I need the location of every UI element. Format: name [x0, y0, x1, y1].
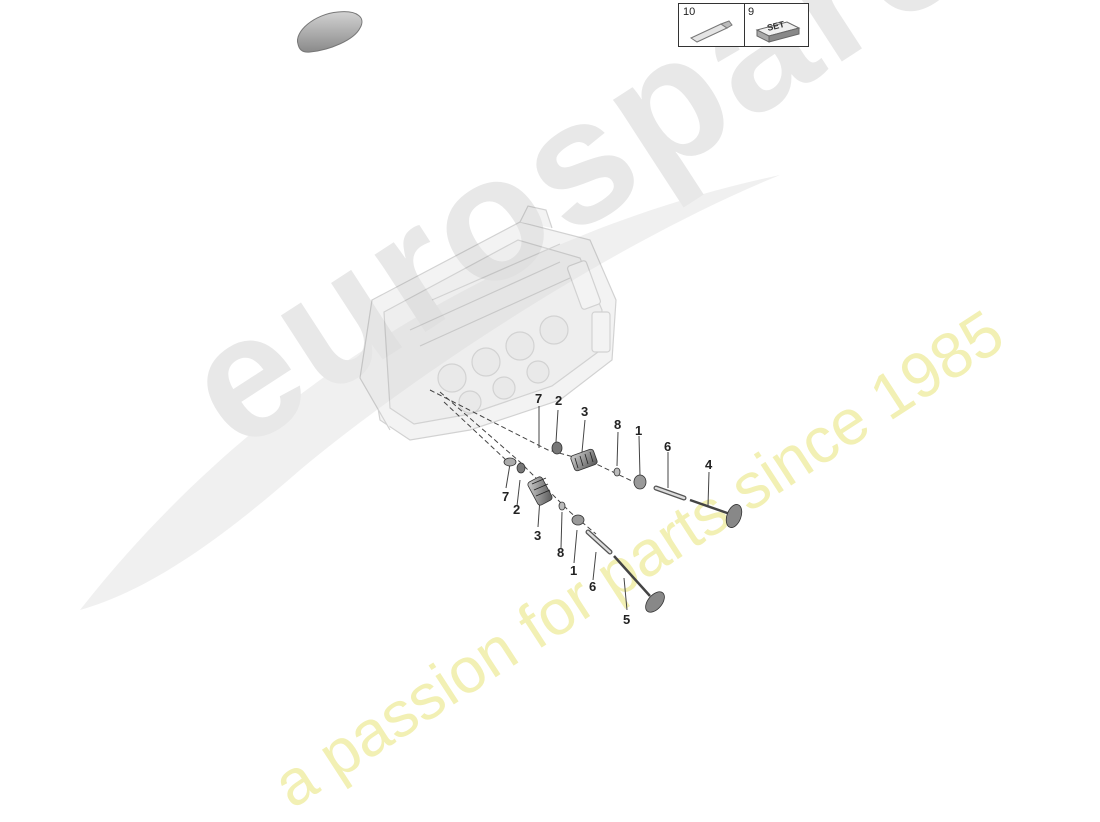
- parts-diagram: eurospares a passion for parts since 198…: [80, 0, 1083, 821]
- legend-number-9: 9: [748, 6, 755, 18]
- callout-8-upper: 8: [614, 417, 622, 432]
- callout-3-lower: 3: [534, 528, 542, 543]
- sealant-tablet-icon: [297, 11, 363, 53]
- valve-seal-icon-upper: [551, 441, 563, 455]
- legend-divider: [744, 4, 745, 46]
- callout-6-upper: 6: [664, 439, 672, 454]
- tube-icon: [689, 20, 733, 43]
- exhaust-valve-icon: [613, 555, 665, 613]
- spring-retainer-icon-lower: [571, 514, 585, 526]
- valve-guide-icon-upper: [653, 485, 687, 501]
- set-box-icon: [755, 21, 801, 43]
- cylinder-head-drawing: [359, 205, 743, 613]
- callout-leader-lines: [505, 406, 710, 611]
- valve-spring-icon-upper: [570, 448, 598, 472]
- valve-keeper-icon-upper: [613, 467, 621, 477]
- callout-8-lower: 8: [557, 545, 565, 560]
- valve-stem-seal-icon-lower: [503, 457, 517, 467]
- callout-2-lower: 2: [513, 502, 521, 517]
- legend-box: 10 9 SET: [678, 3, 809, 47]
- callout-2-upper: 2: [555, 393, 563, 408]
- cylinder-head-icon: [359, 205, 617, 441]
- intake-valve-icon: [689, 498, 743, 528]
- valve-spring-icon-lower: [527, 476, 553, 506]
- legend-number-10: 10: [683, 6, 696, 18]
- callout-6-lower: 6: [589, 579, 597, 594]
- valve-guide-icon-lower: [585, 529, 613, 555]
- upper-valve-assembly: [551, 441, 743, 528]
- callout-4: 4: [705, 457, 713, 472]
- spring-retainer-icon-upper: [633, 474, 647, 490]
- callout-5: 5: [623, 612, 631, 627]
- callout-7-upper: 7: [535, 391, 543, 406]
- valve-keeper-icon-lower: [558, 501, 566, 511]
- watermark-swoosh: [80, 175, 780, 610]
- callout-1-upper: 1: [635, 423, 643, 438]
- lower-valve-assembly: [503, 457, 665, 613]
- callout-3-upper: 3: [581, 404, 589, 419]
- valve-seal-icon-lower: [516, 462, 526, 474]
- callout-7-lower: 7: [502, 489, 510, 504]
- callout-1-lower: 1: [570, 563, 578, 578]
